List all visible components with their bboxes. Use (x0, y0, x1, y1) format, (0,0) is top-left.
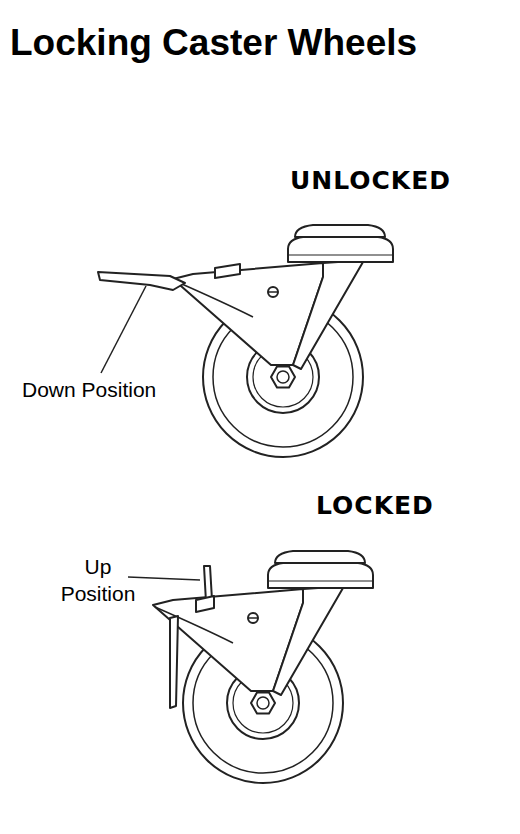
state-heading: LOCKED (316, 491, 434, 520)
diagram-title: Locking Caster Wheels (10, 22, 417, 64)
callout-label: Down Position (22, 376, 156, 403)
callout-label: Up Position (50, 553, 146, 607)
state-heading: UNLOCKED (290, 166, 451, 195)
